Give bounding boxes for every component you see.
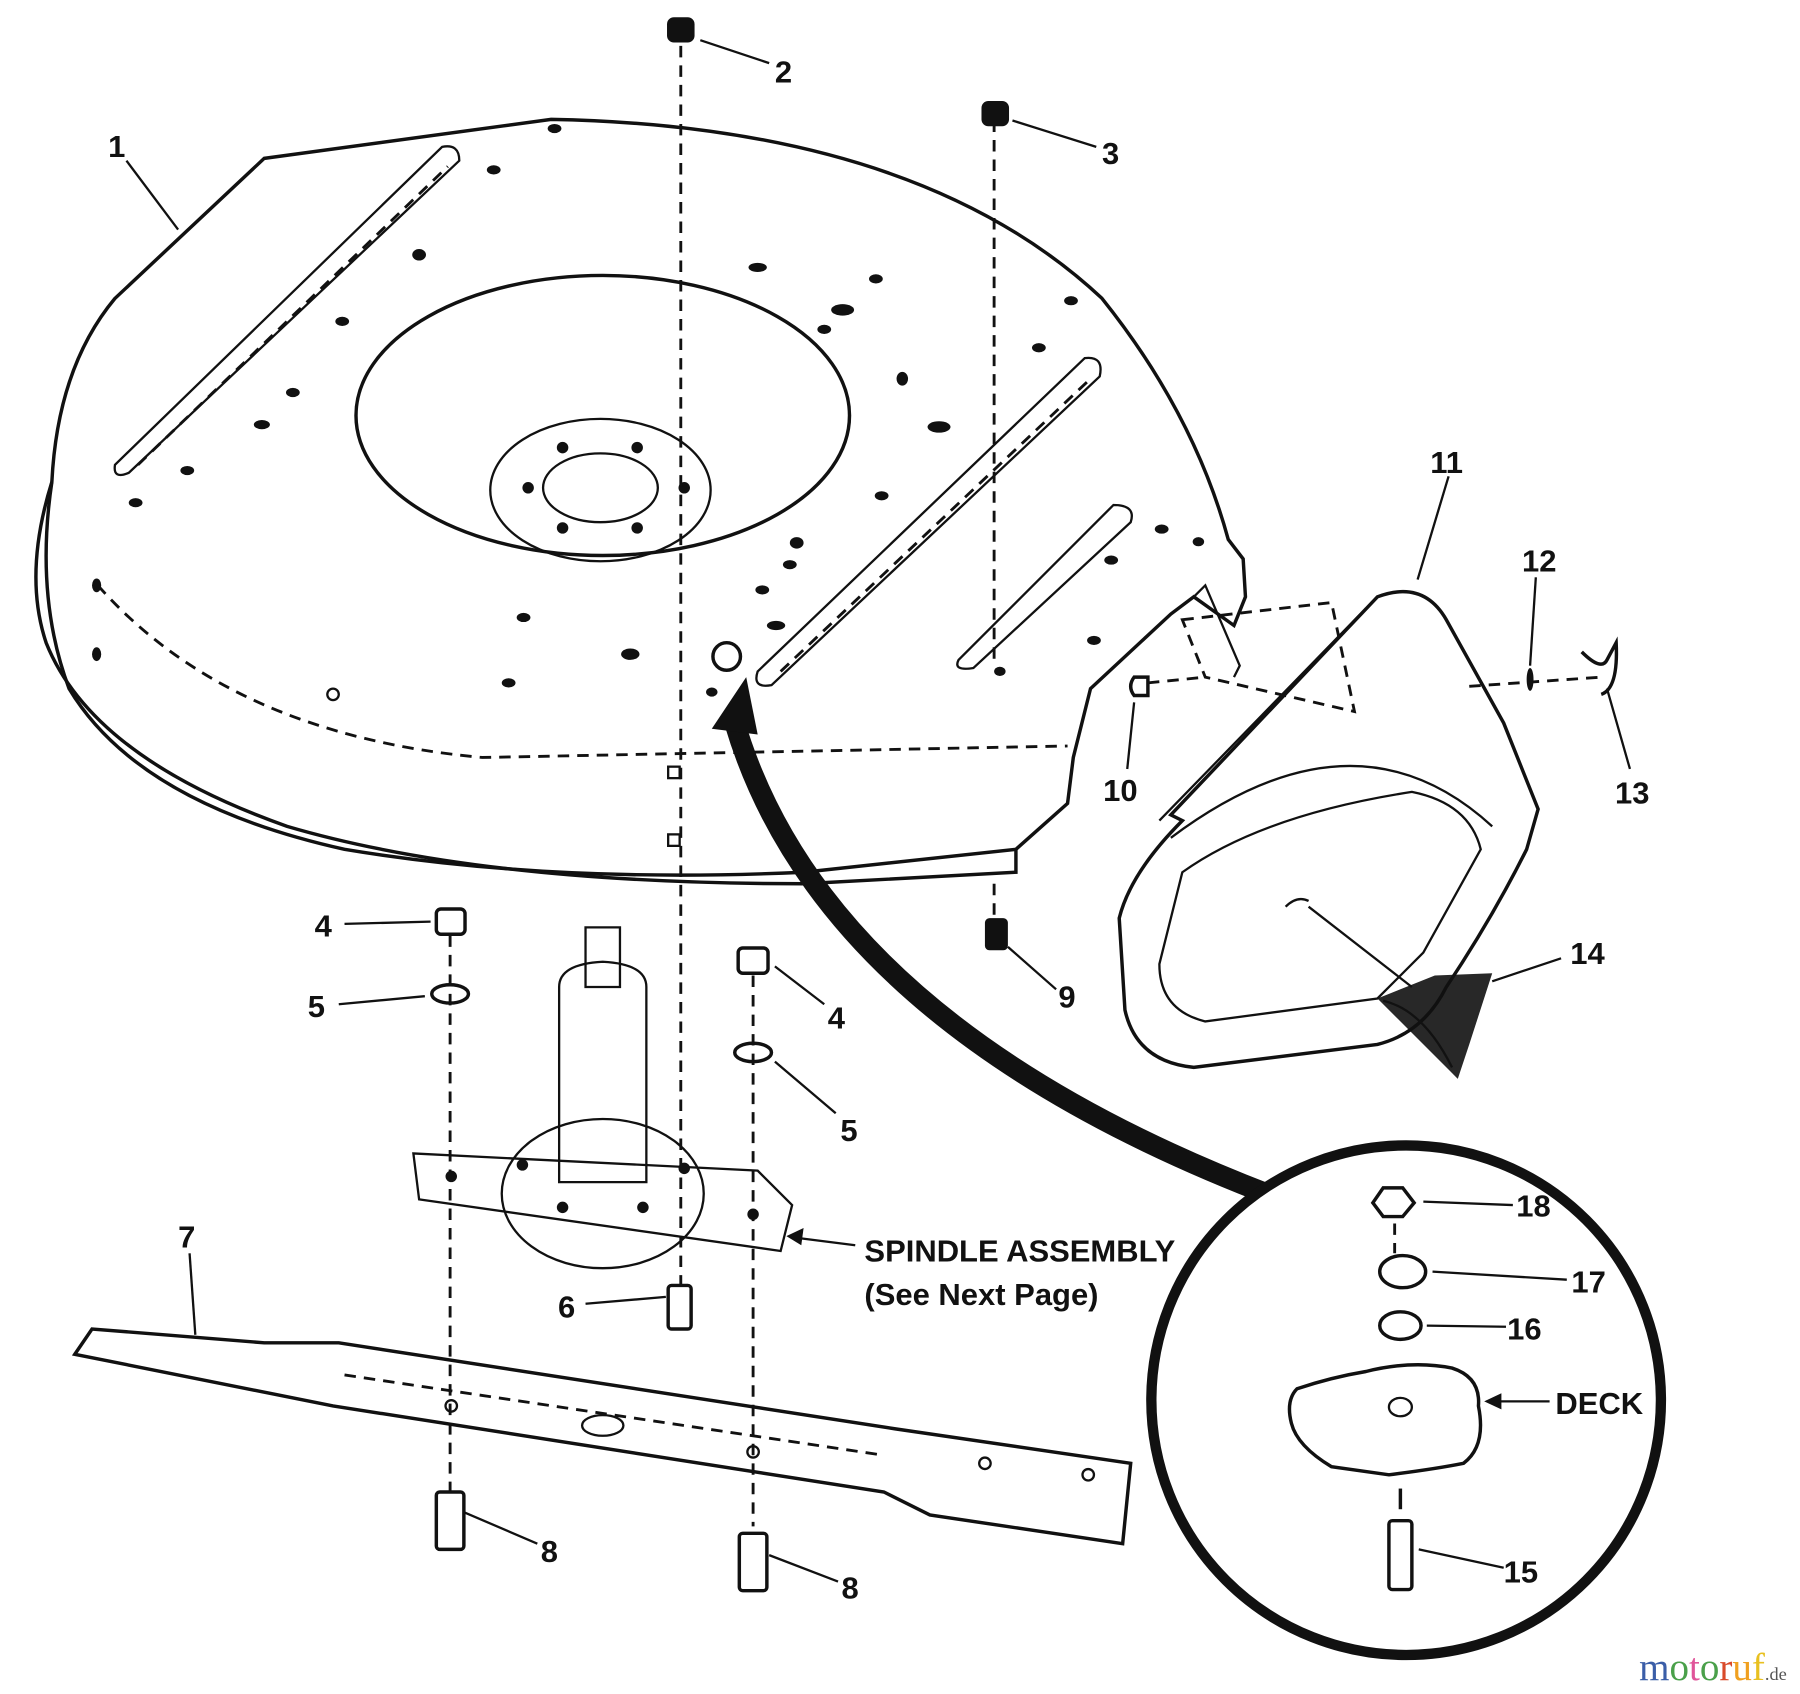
callout-9: 9 (1058, 980, 1075, 1015)
callout-16: 16 (1507, 1311, 1541, 1346)
callout-4b: 4 (828, 1000, 846, 1035)
chute-deflector (1117, 589, 1540, 1079)
callout-11: 11 (1430, 445, 1463, 480)
callout-15: 15 (1504, 1555, 1538, 1590)
callout-4: 4 (315, 909, 333, 944)
see-next-page-label: (See Next Page) (864, 1277, 1098, 1312)
callout-5b: 5 (840, 1113, 857, 1148)
callout-12: 12 (1522, 544, 1556, 579)
callout-1: 1 (108, 129, 125, 164)
svg-text:motoruf.de: motoruf.de (1639, 1646, 1787, 1689)
callout-2: 2 (775, 55, 792, 90)
callout-5: 5 (308, 989, 325, 1024)
mower-blade (71, 1327, 1133, 1546)
deck-label: DECK (1555, 1386, 1643, 1421)
callout-17: 17 (1571, 1264, 1605, 1299)
spindle-assembly-label: SPINDLE ASSEMBLY (864, 1233, 1175, 1268)
callout-18: 18 (1516, 1189, 1550, 1224)
leader-lines (125, 39, 1632, 1583)
spindle-assembly (412, 926, 794, 1270)
callout-8b: 8 (841, 1571, 858, 1606)
mower-deck (34, 117, 1248, 886)
detail-inset (1146, 1140, 1667, 1661)
callout-7: 7 (178, 1220, 195, 1255)
callout-14: 14 (1570, 936, 1605, 971)
hardware (430, 17, 1619, 1593)
callout-labels: 1 2 3 4 5 4 5 6 7 8 8 9 10 11 12 13 14 1… (108, 55, 1649, 1606)
callout-10: 10 (1103, 773, 1137, 808)
callout-13: 13 (1615, 775, 1649, 810)
callout-6: 6 (558, 1290, 575, 1325)
detail-arrow (724, 720, 1301, 1215)
detail-arrow-head (711, 677, 758, 735)
callout-8: 8 (541, 1534, 558, 1569)
callout-3: 3 (1102, 136, 1119, 171)
motoruf-watermark-logo: motoruf.de (1639, 1646, 1787, 1689)
